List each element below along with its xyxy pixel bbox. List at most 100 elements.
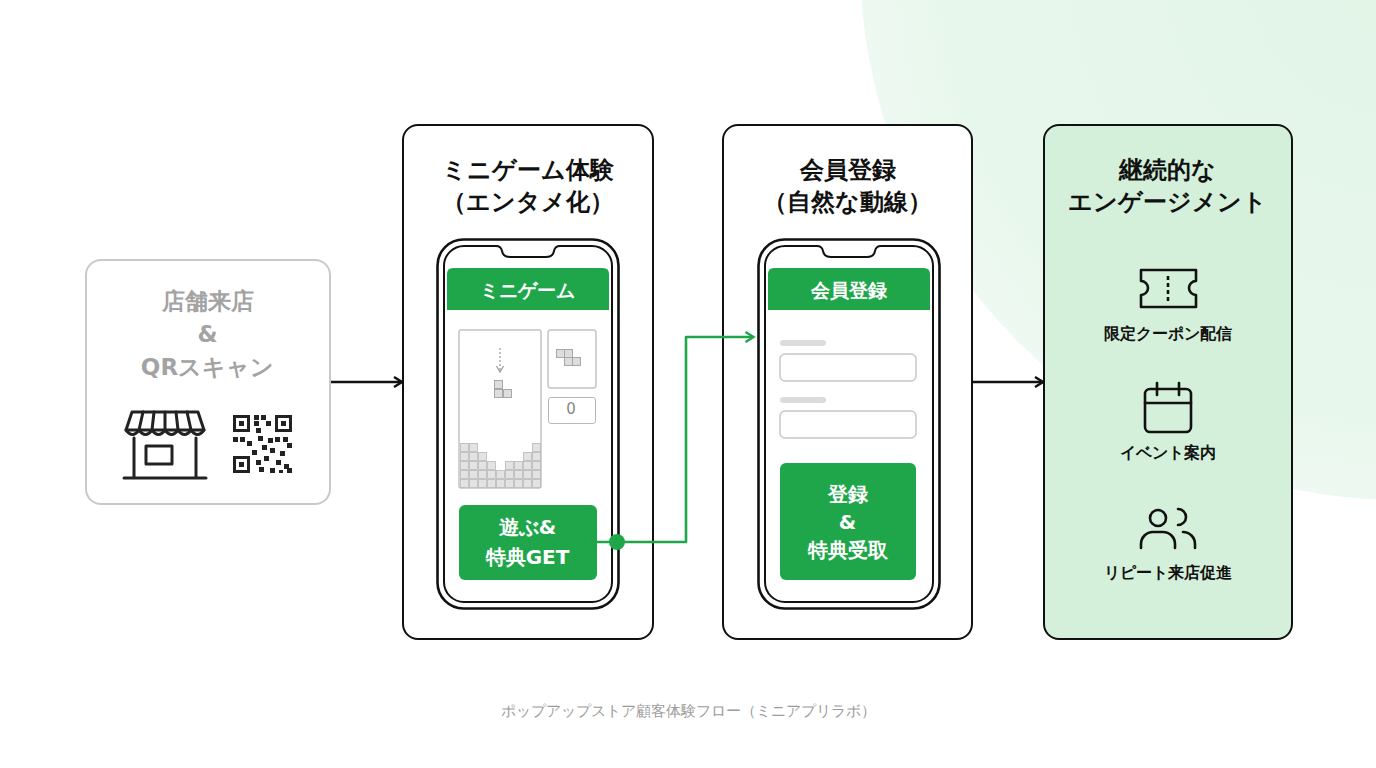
game-well [459, 330, 541, 488]
game-board [459, 330, 596, 488]
benefit-label: 限定クーポン配信 [1055, 324, 1281, 344]
qr-finder [235, 417, 249, 431]
next-block [557, 350, 565, 358]
calendar-header-line [1145, 402, 1191, 405]
connector-dot [609, 534, 625, 550]
goal-box: 継続的な エンゲージメント限定クーポン配信イベント案内リピート来店促進 [1043, 124, 1293, 640]
action-button: 遊ぶ& 特典GET [459, 505, 597, 580]
qr-code-icon [233, 415, 292, 473]
phone-notch [490, 246, 566, 257]
qr-module [276, 460, 281, 465]
flow-connector [973, 381, 1043, 384]
step-heading: ミニゲーム体験 （エンタメ化） [410, 154, 646, 218]
next-piece-box [548, 330, 596, 388]
person-body [1183, 532, 1195, 548]
awning-scallops [126, 430, 204, 435]
qr-finder-dot [239, 421, 244, 426]
step-heading: 会員登録 （自然な動線） [730, 154, 966, 218]
falling-block [504, 390, 512, 398]
calendar-ring [1156, 383, 1159, 395]
qr-module [256, 460, 261, 465]
score-value: 0 [549, 400, 593, 418]
store-window [146, 446, 172, 464]
stage-box: 登録 & 特典受取 会員登録 会員登録 （自然な動線） [722, 124, 973, 640]
calendar-ring [1178, 383, 1181, 395]
ticket-outline [1141, 270, 1196, 307]
qr-module [258, 436, 263, 441]
next-block [565, 358, 573, 366]
field-label-bar [780, 340, 826, 346]
qr-module [287, 443, 292, 448]
qr-finder-dot [281, 421, 286, 426]
benefit-label: リピート来店促進 [1055, 563, 1281, 583]
screen-header-bar [447, 268, 609, 310]
ticket-perforation [1167, 276, 1170, 302]
screen-header-bar [768, 268, 930, 310]
qr-modules [233, 415, 292, 473]
qr-module [256, 428, 261, 433]
awning-stripes [139, 412, 191, 430]
figure-caption: ポップアップストア顧客体験フロー（ミニアプリラボ） [0, 701, 1376, 721]
qr-module [270, 448, 275, 453]
button-label: 登録 & 特典受取 [784, 480, 912, 564]
qr-module [283, 437, 288, 442]
button-label: 遊ぶ& 特典GET [463, 512, 593, 572]
phone-screen: 登録 & 特典受取 会員登録 [757, 238, 941, 610]
coupon-icon [1141, 270, 1196, 307]
flow-connector [597, 337, 754, 542]
action-button: 登録 & 特典受取 [780, 463, 916, 580]
qr-module [264, 456, 269, 461]
phone-bezel [765, 246, 933, 602]
qr-module [233, 437, 238, 442]
store-awning [126, 412, 204, 430]
qr-module [261, 415, 266, 420]
falling-block [495, 390, 503, 398]
drop-arrow [499, 348, 500, 371]
phone-notch [811, 246, 887, 257]
qr-module [287, 468, 292, 473]
next-block [573, 358, 581, 366]
qr-module [259, 467, 264, 472]
store-walls [124, 438, 206, 478]
qr-module [280, 451, 285, 456]
person-body [1141, 532, 1175, 548]
qr-finder [235, 458, 249, 472]
next-block [565, 350, 573, 358]
entry-box: 店舗来店 & QRスキャン [85, 259, 331, 505]
qr-module [254, 421, 259, 426]
field-label-bar [780, 397, 826, 403]
qr-module [275, 437, 280, 442]
screen-header: 会員登録 [774, 278, 924, 302]
phone-frame [758, 239, 939, 608]
qr-module [284, 464, 289, 469]
calendar-icon [1145, 383, 1191, 432]
qr-module [252, 450, 257, 455]
qr-module [266, 421, 271, 426]
signup-form [780, 340, 916, 438]
people-icon [1141, 509, 1195, 548]
qr-module [240, 437, 245, 442]
step-heading: 店舗来店 & QRスキャン [98, 285, 318, 384]
qr-module [270, 468, 275, 473]
score-box: 0 [548, 397, 596, 424]
qr-module [254, 415, 259, 420]
drop-arrow-head [497, 366, 504, 372]
qr-module [247, 441, 252, 446]
qr-finder [277, 417, 291, 431]
qr-module [262, 445, 267, 450]
person-head [1178, 509, 1186, 525]
phone-screen: 0 遊ぶ& 特典GET ミニゲーム [436, 238, 620, 610]
step-heading: 継続的な エンゲージメント [1050, 154, 1286, 218]
benefit-label: イベント案内 [1055, 443, 1281, 463]
screen-header: ミニゲーム [453, 278, 603, 302]
input-field [780, 411, 916, 438]
phone-bezel [444, 246, 612, 602]
falling-block [495, 381, 503, 389]
qr-finder-dot [239, 462, 244, 467]
input-field [780, 354, 916, 381]
qr-module [268, 438, 273, 443]
stacked-blocks [460, 443, 541, 488]
qr-module [279, 470, 283, 473]
